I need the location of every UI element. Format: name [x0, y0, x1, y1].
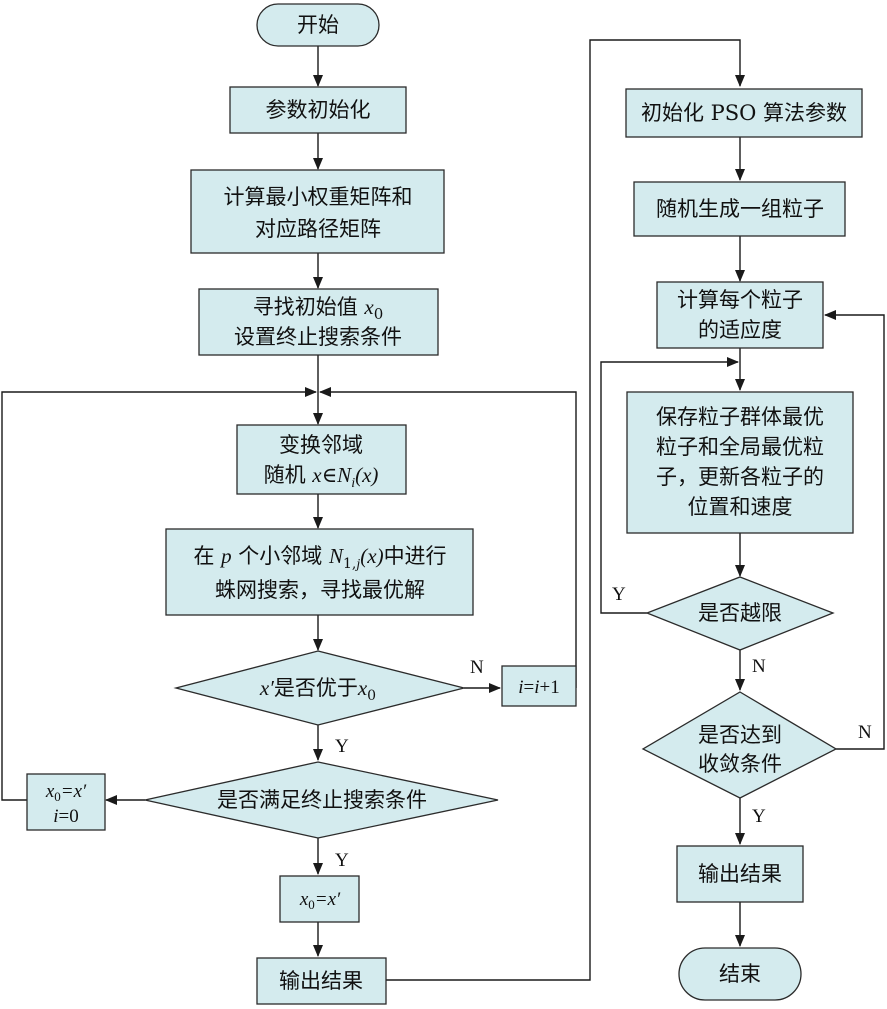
calc-matrix-line2: 对应路径矩阵	[255, 217, 381, 241]
neighborhood-line1: 变换邻域	[279, 433, 363, 457]
left-output-box	[256, 957, 387, 1005]
label-Y-satisfy: Y	[335, 850, 349, 871]
reset-line1: x0=x′	[45, 781, 87, 804]
init-pso-label: 初始化 PSO 算法参数	[641, 101, 847, 125]
converge-line2: 收敛条件	[698, 752, 782, 776]
better-decision	[173, 650, 465, 726]
satisfy-label: 是否满足终止搜索条件	[217, 788, 427, 812]
reset-line2: i=0	[53, 806, 79, 827]
init-params-label: 参数初始化	[266, 98, 371, 122]
better-label: x′是否优于x0	[259, 676, 376, 704]
converge-line1: 是否达到	[698, 723, 782, 747]
assign-label: x0=x′	[299, 889, 341, 912]
converge-decision	[641, 691, 838, 799]
end-terminal	[678, 947, 802, 1001]
neighborhood-box	[236, 424, 407, 495]
calc-matrix-box	[190, 169, 445, 254]
gen-particles-box	[633, 181, 846, 237]
label-Y-bound: Y	[612, 584, 626, 605]
calc-matrix-line1: 计算最小权重矩阵和	[224, 185, 413, 209]
init-params-box	[229, 86, 407, 134]
spider-line2: 蛛网搜索，寻找最优解	[215, 578, 425, 602]
assign-box	[279, 875, 360, 923]
label-N-better: N	[470, 657, 484, 678]
spider-line1: 在 p 个小邻域 N1,j(x)中进行	[193, 544, 446, 572]
right-output-box	[676, 845, 804, 903]
save-best-line4: 位置和速度	[688, 495, 793, 519]
satisfy-decision	[144, 761, 499, 839]
neighborhood-line2: 随机 x∈Ni(x)	[264, 463, 379, 491]
save-best-box	[626, 391, 854, 534]
label-N-converge: N	[858, 722, 872, 743]
save-best-line3: 子，更新各粒子的	[656, 465, 824, 489]
label-N-bound: N	[752, 656, 766, 677]
start-label: 开始	[297, 13, 339, 37]
end-label: 结束	[719, 962, 761, 986]
init-pso-box	[625, 88, 863, 138]
find-init-line1: 寻找初始值 x0	[253, 295, 384, 323]
left-connectors	[1, 39, 745, 981]
increment-box	[501, 665, 577, 707]
left-output-label: 输出结果	[279, 969, 363, 993]
increment-label: i=i+1	[518, 677, 560, 698]
start-terminal	[256, 3, 380, 47]
loop-converge-no	[824, 310, 885, 750]
save-best-line1: 保存粒子群体最优	[656, 405, 824, 429]
loop-reset-back	[1, 387, 317, 801]
arrow-left-to-right-column	[386, 39, 745, 981]
fitness-line2: 的适应度	[698, 318, 782, 342]
find-init-line2: 设置终止搜索条件	[234, 325, 402, 349]
loop-increment-back	[319, 387, 577, 688]
reset-box	[26, 773, 106, 831]
out-of-bound-label: 是否越限	[698, 601, 782, 625]
right-output-label: 输出结果	[698, 862, 782, 886]
save-best-line2: 粒子和全局最优粒	[656, 435, 824, 459]
fitness-line1: 计算每个粒子	[677, 288, 803, 312]
right-connectors	[600, 137, 885, 947]
fitness-box	[656, 281, 824, 349]
label-Y-better: Y	[335, 736, 349, 757]
find-init-box	[198, 288, 439, 356]
label-Y-converge: Y	[752, 806, 766, 827]
out-of-bound-decision	[645, 576, 835, 651]
spider-search-box	[165, 528, 474, 616]
gen-particles-label: 随机生成一组粒子	[656, 197, 824, 221]
loop-bound-yes	[600, 357, 739, 614]
